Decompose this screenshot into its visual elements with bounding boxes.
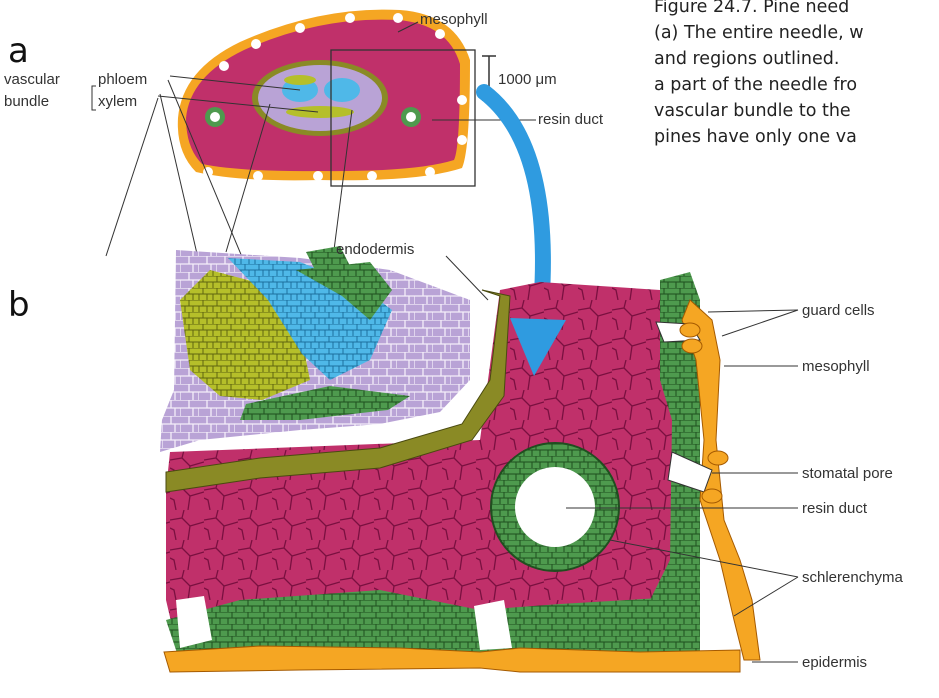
label-scale-bar: 1000 μm bbox=[498, 71, 557, 88]
label-resin-duct-a: resin duct bbox=[538, 111, 604, 128]
caption-line-5: vascular bundle to the bbox=[654, 98, 939, 124]
caption-line-4: a part of the needle fro bbox=[654, 72, 939, 98]
label-epidermis: epidermis bbox=[802, 654, 867, 671]
transfusion-tissue bbox=[258, 65, 382, 131]
label-endodermis: endodermis bbox=[336, 241, 414, 258]
label-guard-cells: guard cells bbox=[802, 302, 875, 319]
label-vascular: vascular bbox=[4, 71, 60, 88]
panel-b-letter: b bbox=[8, 285, 30, 325]
caption-line-1: Figure 24.7. Pine need bbox=[654, 0, 939, 20]
label-resin-duct-b: resin duct bbox=[802, 500, 868, 517]
resin-duct-lumen bbox=[515, 467, 595, 547]
xylem-region-top bbox=[284, 75, 316, 85]
label-phloem: phloem bbox=[98, 71, 147, 88]
label-mesophyll-b: mesophyll bbox=[802, 358, 870, 375]
caption-line-6: pines have only one va bbox=[654, 124, 939, 150]
panel-a-needle-cross-section bbox=[178, 10, 496, 186]
caption-line-3: and regions outlined. bbox=[654, 46, 939, 72]
label-bundle: bundle bbox=[4, 93, 49, 110]
caption-line-2: (a) The entire needle, w bbox=[654, 20, 939, 46]
figure-caption: Figure 24.7. Pine need (a) The entire ne… bbox=[654, 0, 939, 150]
panel-b-detail bbox=[160, 246, 760, 672]
guard-cell-3 bbox=[708, 451, 728, 465]
panel-a-letter: a bbox=[8, 31, 29, 71]
phloem-region-2 bbox=[324, 78, 360, 102]
label-mesophyll-a: mesophyll bbox=[420, 11, 488, 28]
label-stomatal-pore: stomatal pore bbox=[802, 465, 893, 482]
label-xylem: xylem bbox=[98, 93, 137, 110]
guard-cell-2 bbox=[682, 339, 702, 353]
guard-cell-4 bbox=[702, 489, 722, 503]
xylem-region bbox=[286, 106, 354, 118]
guard-cell-1 bbox=[680, 323, 700, 337]
label-schlerenchyma: schlerenchyma bbox=[802, 569, 904, 586]
